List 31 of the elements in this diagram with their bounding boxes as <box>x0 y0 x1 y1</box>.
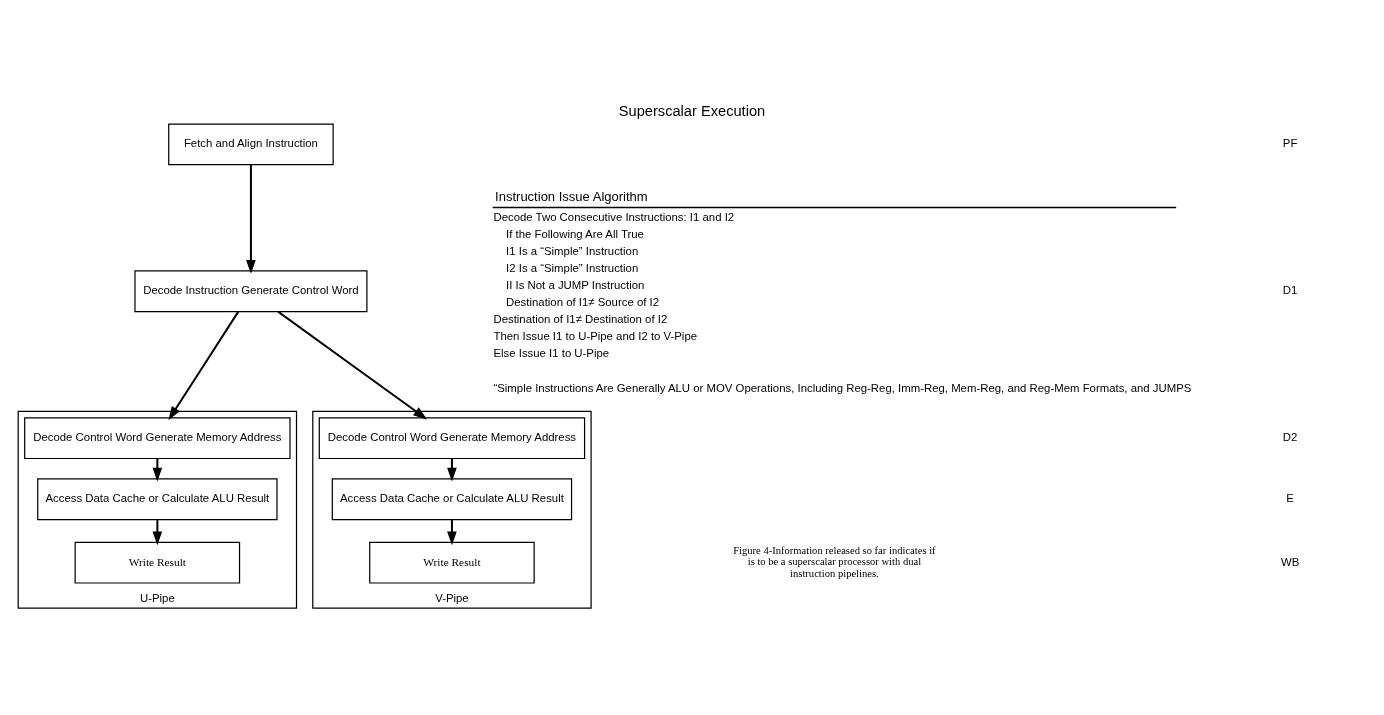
node-box: Access Data Cache or Calculate ALU Result <box>331 477 573 520</box>
label: I1 Is a “Simple” Instruction <box>506 244 639 257</box>
label: PF <box>1282 136 1298 149</box>
label: I2 Is a “Simple” Instruction <box>506 261 639 274</box>
label: D1 <box>1282 283 1298 296</box>
label: E <box>1286 491 1294 504</box>
diagram-title: Superscalar Execution <box>618 102 766 119</box>
label: Destination of I1≠ Destination of I2 <box>493 312 668 325</box>
label: Else Issue I1 to U-Pipe <box>493 346 610 359</box>
label: II Is Not a JUMP Instruction <box>506 278 645 291</box>
node-box: Decode Control Word Generate Memory Address <box>24 416 291 459</box>
node-box: Decode Control Word Generate Memory Address <box>318 416 586 459</box>
arrow <box>447 458 457 482</box>
label: Destination of I1≠ Source of I2 <box>506 295 660 308</box>
arrow <box>277 310 428 419</box>
arrow <box>168 310 240 420</box>
arrow <box>152 458 163 482</box>
node-box: Write Result <box>74 541 241 584</box>
label: Decode Two Consecutive Instructions: I1 and I2 <box>493 210 735 223</box>
label: “Simple Instructions Are Generally ALU or MOV Operations, Including Reg-Reg, Imm-Reg, Mem-Reg, and Reg-Mem Formats, and JUMPS <box>493 381 1192 394</box>
caption: Figure 4-Information released so far indicates if is to be a superscalar processor with dual instruction pipelines. <box>733 544 936 579</box>
node-box: Decode Instruction Generate Control Word <box>134 269 368 312</box>
node-box: Fetch and Align Instruction <box>168 122 334 165</box>
arrow <box>246 164 256 274</box>
node-box: Access Data Cache or Calculate ALU Result <box>37 477 278 520</box>
label: Instruction Issue Algorithm <box>495 188 648 204</box>
node-box: Write Result <box>369 541 535 584</box>
label: D2 <box>1282 430 1298 443</box>
label: WB <box>1280 555 1300 568</box>
label: Then Issue I1 to U-Pipe and I2 to V-Pipe <box>493 329 698 342</box>
label: If the Following Are All True <box>506 227 644 240</box>
